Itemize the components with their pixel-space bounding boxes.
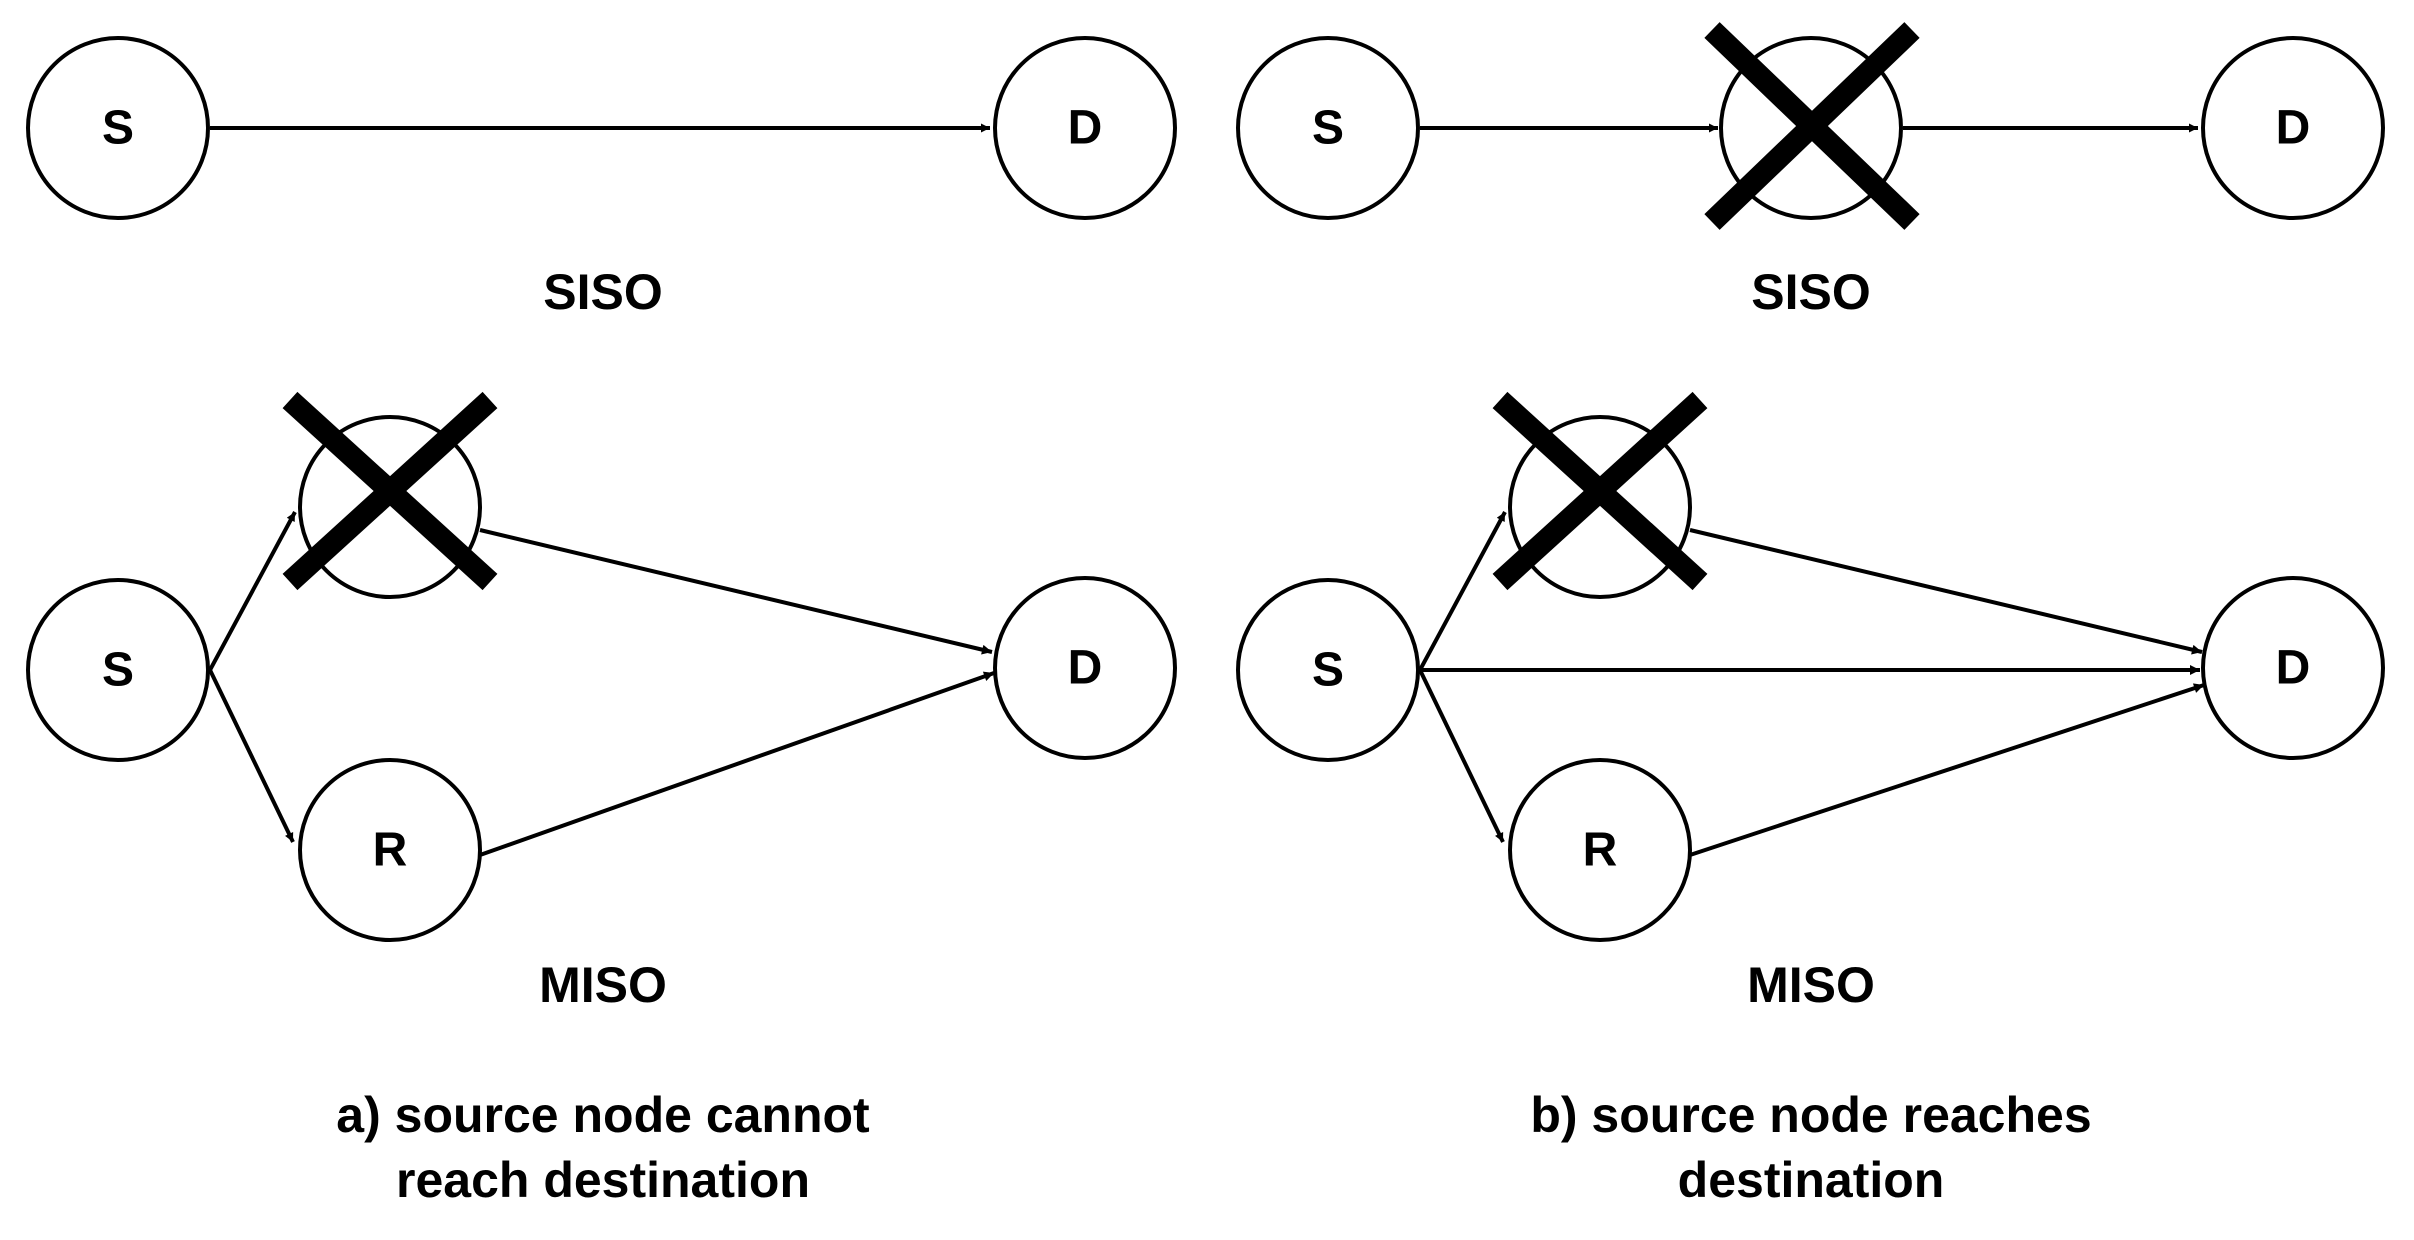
destination-node	[993, 36, 1177, 220]
destination-node-label: D	[1068, 642, 1103, 695]
siso-caption: SISO	[543, 264, 662, 320]
relay-node	[298, 758, 482, 942]
panel-a-caption-line2: reach destination	[396, 1152, 810, 1208]
failure-cross-icon	[1492, 391, 1708, 591]
source-node-label: S	[1312, 102, 1344, 155]
source-node-label: S	[102, 644, 134, 697]
panel-b-siso: S D SISO	[1236, 22, 2385, 320]
relay-node-label: R	[373, 824, 408, 877]
edge-failed-relay-to-d	[479, 528, 993, 655]
panel-a-miso: S R D MISO	[26, 391, 1177, 1013]
edge-s-to-failed-relay	[208, 511, 297, 671]
failure-cross-icon	[282, 391, 498, 591]
relay-node-label: R	[1583, 824, 1618, 877]
edge-s-to-relay	[208, 669, 295, 843]
miso-caption: MISO	[539, 957, 667, 1013]
panel-b-caption-line2: destination	[1678, 1152, 1945, 1208]
destination-node	[2201, 576, 2385, 760]
edge-relay-to-d	[479, 671, 995, 857]
destination-node	[2201, 36, 2385, 220]
destination-node	[993, 576, 1177, 760]
source-node	[26, 36, 210, 220]
siso-caption: SISO	[1751, 264, 1870, 320]
panel-b-caption-line1: b) source node reaches	[1530, 1087, 2091, 1143]
panel-b-miso: S R D MISO	[1236, 391, 2385, 1013]
panel-b: S D SISO S R	[1236, 22, 2385, 1208]
destination-node-label: D	[2276, 102, 2311, 155]
source-node	[26, 578, 210, 762]
panel-a: S D SISO S R D MISO a) source node can	[26, 36, 1177, 1208]
edge-relay-to-d	[1689, 683, 2205, 857]
destination-node-label: D	[1068, 102, 1103, 155]
edge-s-to-relay	[1418, 669, 1505, 843]
edge-s-to-failed-relay	[1418, 511, 1507, 671]
destination-node-label: D	[2276, 642, 2311, 695]
failure-cross-icon	[1704, 22, 1920, 230]
edge-failed-relay-to-d	[1689, 528, 2203, 655]
source-node	[1236, 578, 1420, 762]
relay-node	[1508, 758, 1692, 942]
source-node-label: S	[1312, 644, 1344, 697]
miso-caption: MISO	[1747, 957, 1875, 1013]
panel-a-siso: S D SISO	[26, 36, 1177, 320]
source-node-label: S	[102, 102, 134, 155]
source-node	[1236, 36, 1420, 220]
panel-a-caption-line1: a) source node cannot	[336, 1087, 870, 1143]
